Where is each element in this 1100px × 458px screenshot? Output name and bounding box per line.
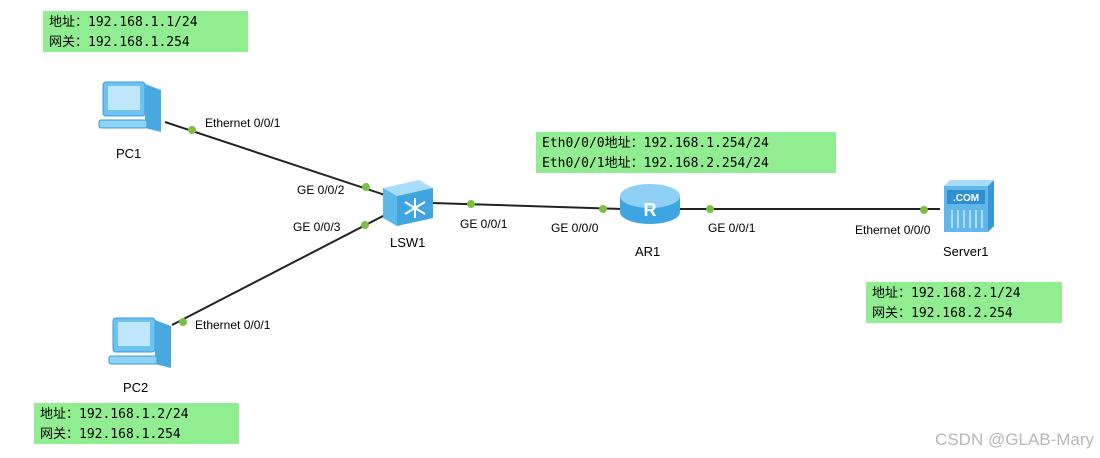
note-ar1-eth0: Eth0/0/0地址：192.168.1.254/24: [542, 136, 769, 151]
link-pc1-lsw1: [164, 121, 386, 196]
port-label-ar1-ge0: GE 0/0/0: [551, 221, 599, 235]
note-server1-gateway: 网关：192.168.2.254: [872, 306, 1013, 321]
note-pc1-address: 地址：192.168.1.1/24: [49, 15, 198, 30]
port-label-pc2-eth: Ethernet 0/0/1: [195, 318, 271, 332]
server-badge: .COM: [953, 193, 979, 204]
port-label-ar1-ge1: GE 0/0/1: [708, 221, 756, 235]
device-label-server1: Server1: [943, 244, 989, 259]
device-label-ar1: AR1: [635, 244, 661, 259]
note-pc2-address: 地址：192.168.1.2/24: [40, 407, 189, 422]
watermark: CSDN @GLAB-Mary: [935, 430, 1094, 449]
port-dot-lsw1-ge3: [361, 221, 369, 229]
router-icon[interactable]: R: [620, 184, 680, 224]
device-label-lsw1: LSW1: [390, 235, 426, 250]
port-dot-ar1-ge0: [599, 205, 607, 213]
port-label-lsw1-ge1: GE 0/0/1: [460, 217, 508, 231]
port-label-server1-eth: Ethernet 0/0/0: [855, 223, 931, 237]
note-pc2-gateway: 网关：192.168.1.254: [40, 427, 181, 442]
link-lsw1-ar1: [431, 202, 623, 210]
note-ar1-eth1: Eth0/0/1地址：192.168.2.254/24: [542, 156, 769, 171]
port-label-pc1-eth: Ethernet 0/0/1: [205, 116, 281, 130]
port-label-lsw1-ge3: GE 0/0/3: [293, 220, 341, 234]
device-label-pc2: PC2: [123, 380, 149, 395]
pc2-icon[interactable]: [108, 317, 171, 368]
port-dot-pc1-eth: [188, 126, 196, 134]
port-dot-pc2-eth: [179, 318, 187, 326]
server-icon[interactable]: .COM: [944, 180, 994, 232]
device-label-pc1: PC1: [116, 146, 142, 161]
port-label-lsw1-ge2: GE 0/0/2: [297, 183, 345, 197]
note-pc1-gateway: 网关：192.168.1.254: [49, 35, 190, 50]
link-pc2-lsw1: [171, 214, 386, 326]
note-server1-address: 地址：192.168.2.1/24: [872, 286, 1021, 301]
port-dot-ar1-ge1: [706, 205, 714, 213]
svg-text:R: R: [644, 200, 657, 220]
note-pc1: 地址：192.168.1.1/24 网关：192.168.1.254: [43, 11, 248, 52]
note-server1: 地址：192.168.2.1/24 网关：192.168.2.254: [866, 282, 1062, 323]
port-dot-server1-eth: [920, 206, 928, 214]
pc1-icon[interactable]: [98, 81, 161, 132]
note-pc2: 地址：192.168.1.2/24 网关：192.168.1.254: [34, 403, 239, 444]
port-dot-lsw1-ge1: [467, 200, 475, 208]
switch-icon[interactable]: [383, 180, 433, 226]
note-ar1: Eth0/0/0地址：192.168.1.254/24 Eth0/0/1地址：1…: [536, 132, 836, 173]
port-dot-lsw1-ge2: [362, 183, 370, 191]
